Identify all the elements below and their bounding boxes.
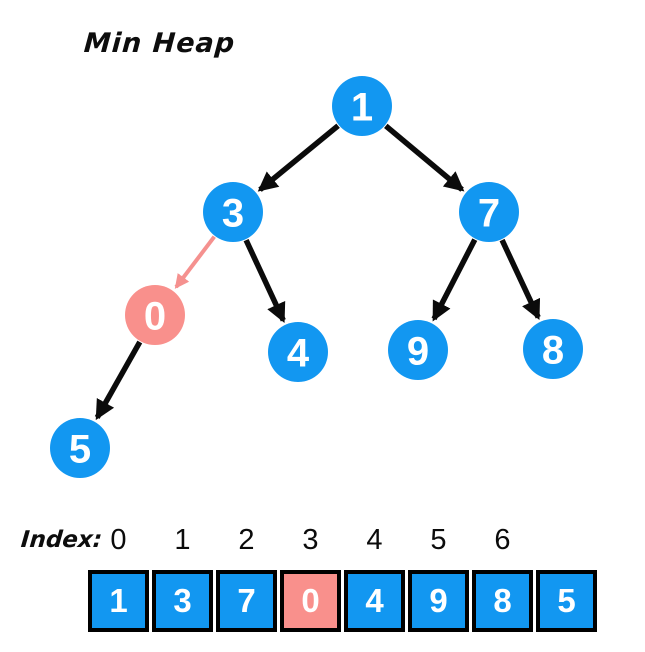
tree-node-1 <box>332 76 392 136</box>
tree-edge-7-8 <box>499 238 541 320</box>
array-cell-value: 9 <box>429 582 448 619</box>
tree-edges <box>94 123 541 421</box>
tree-edge-1-3 <box>257 123 340 192</box>
array-cell-0: 1 <box>88 570 149 632</box>
array-cell-5: 9 <box>408 570 469 632</box>
tree-edge-1-7 <box>384 123 465 192</box>
tree-node-value-3: 3 <box>222 191 244 235</box>
tree-node-value-7: 7 <box>478 191 500 235</box>
array-cell-7: 5 <box>536 570 597 632</box>
tree-node-value-5: 5 <box>69 427 91 471</box>
tree-node-7 <box>459 182 519 242</box>
heap-array: 1 3 7 0 4 9 8 5 <box>88 570 597 632</box>
array-cell-value: 0 <box>301 582 320 619</box>
array-cell-value: 4 <box>365 582 384 619</box>
array-index-6: 6 <box>494 524 511 556</box>
array-cell-1: 3 <box>152 570 213 632</box>
tree-edge-3-4 <box>243 238 286 323</box>
tree-edge-0-5 <box>94 340 143 421</box>
array-cell-value: 5 <box>557 582 576 619</box>
array-index-5: 5 <box>430 524 447 556</box>
array-cell-value: 1 <box>109 582 128 619</box>
array-cell-value: 7 <box>237 582 256 619</box>
array-cell-value: 3 <box>173 582 192 619</box>
tree-edge-3-0 <box>174 235 216 289</box>
array-cell-4: 4 <box>344 570 405 632</box>
array-cell-2: 7 <box>216 570 277 632</box>
tree-node-3 <box>203 182 263 242</box>
array-index-2: 2 <box>238 524 255 556</box>
tree-node-value-9: 9 <box>407 329 429 373</box>
tree-node-5 <box>50 418 110 478</box>
tree-node-value-8: 8 <box>542 328 564 372</box>
tree-node-4 <box>268 322 328 382</box>
tree-node-value-4: 4 <box>287 331 310 375</box>
tree-node-0 <box>125 285 185 345</box>
tree-node-value-0: 0 <box>144 294 166 338</box>
array-index-1: 1 <box>174 524 191 556</box>
array-index-4: 4 <box>366 524 383 556</box>
index-row: 0 1 2 3 4 5 6 <box>88 524 533 557</box>
tree-node-value-1: 1 <box>351 85 373 129</box>
array-cell-value: 8 <box>493 582 512 619</box>
array-cell-3: 0 <box>280 570 341 632</box>
tree-nodes: 1 3 7 0 4 9 8 5 <box>50 76 583 478</box>
array-index-3: 3 <box>302 524 319 556</box>
tree-node-8 <box>523 319 583 379</box>
array-index-0: 0 <box>110 524 127 556</box>
array-cell-6: 8 <box>472 570 533 632</box>
tree-edge-7-9 <box>431 238 478 322</box>
tree-node-9 <box>388 320 448 380</box>
